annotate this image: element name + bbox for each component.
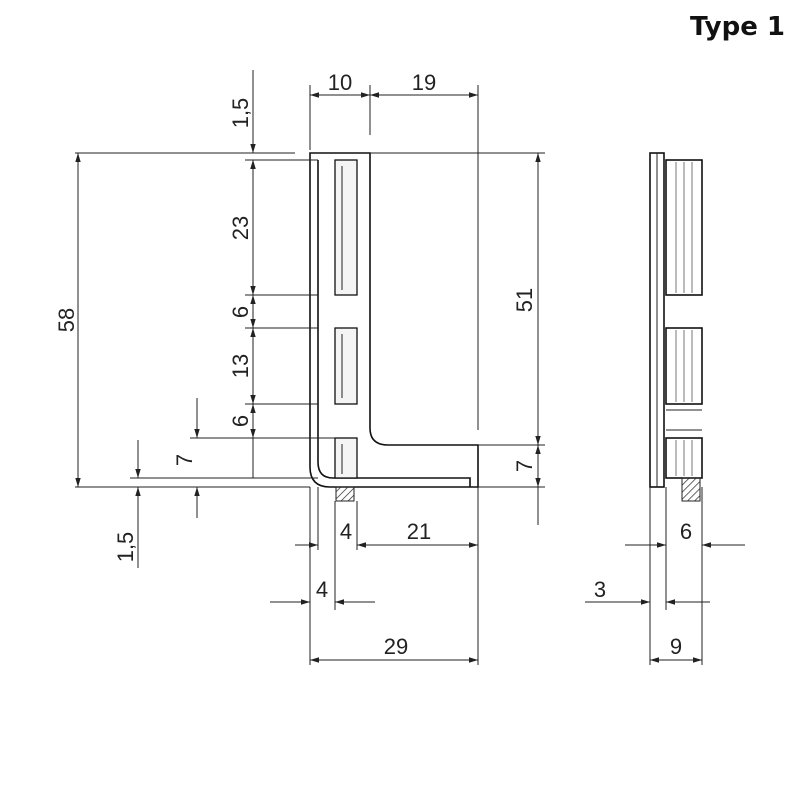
slot-lower	[334, 437, 358, 479]
hatch-block-front	[335, 486, 355, 502]
slot-upper	[334, 159, 358, 296]
dim-overall-height: 58	[54, 308, 79, 332]
dim-slot2-height: 13	[228, 354, 253, 378]
dim-bottom-slot: 7	[172, 454, 197, 466]
dim-inner-height: 51	[512, 288, 537, 312]
side-view	[649, 152, 703, 502]
dimension-labels: 1,5 10 19 58 23 6 13 6 7 1,5 51 7 4 21 4…	[54, 70, 692, 659]
dim-gap1: 6	[228, 306, 253, 318]
drawing-title: Type 1	[690, 12, 785, 42]
dim-top-width-a: 10	[328, 70, 352, 95]
bracket-inner-wall	[317, 160, 471, 487]
dimension-lines	[75, 70, 745, 665]
dim-bottom-thickness: 1,5	[113, 532, 138, 563]
dim-foot-length: 21	[407, 519, 431, 544]
dim-gap2: 6	[228, 415, 253, 427]
dim-foot-height: 7	[512, 460, 537, 472]
dim-side-slot-width: 6	[680, 519, 692, 544]
dim-top-width-b: 19	[412, 70, 436, 95]
dim-side-plate: 3	[594, 577, 606, 602]
slot-middle	[334, 327, 358, 405]
front-view	[309, 152, 479, 502]
hatch-block-side	[681, 477, 701, 502]
dim-slot-width: 4	[340, 519, 352, 544]
dim-side-width: 9	[670, 634, 682, 659]
dim-overall-width: 29	[384, 634, 408, 659]
dim-slot1-height: 23	[228, 216, 253, 240]
dim-plate-offset: 4	[316, 577, 328, 602]
dim-top-thickness: 1,5	[228, 98, 253, 129]
